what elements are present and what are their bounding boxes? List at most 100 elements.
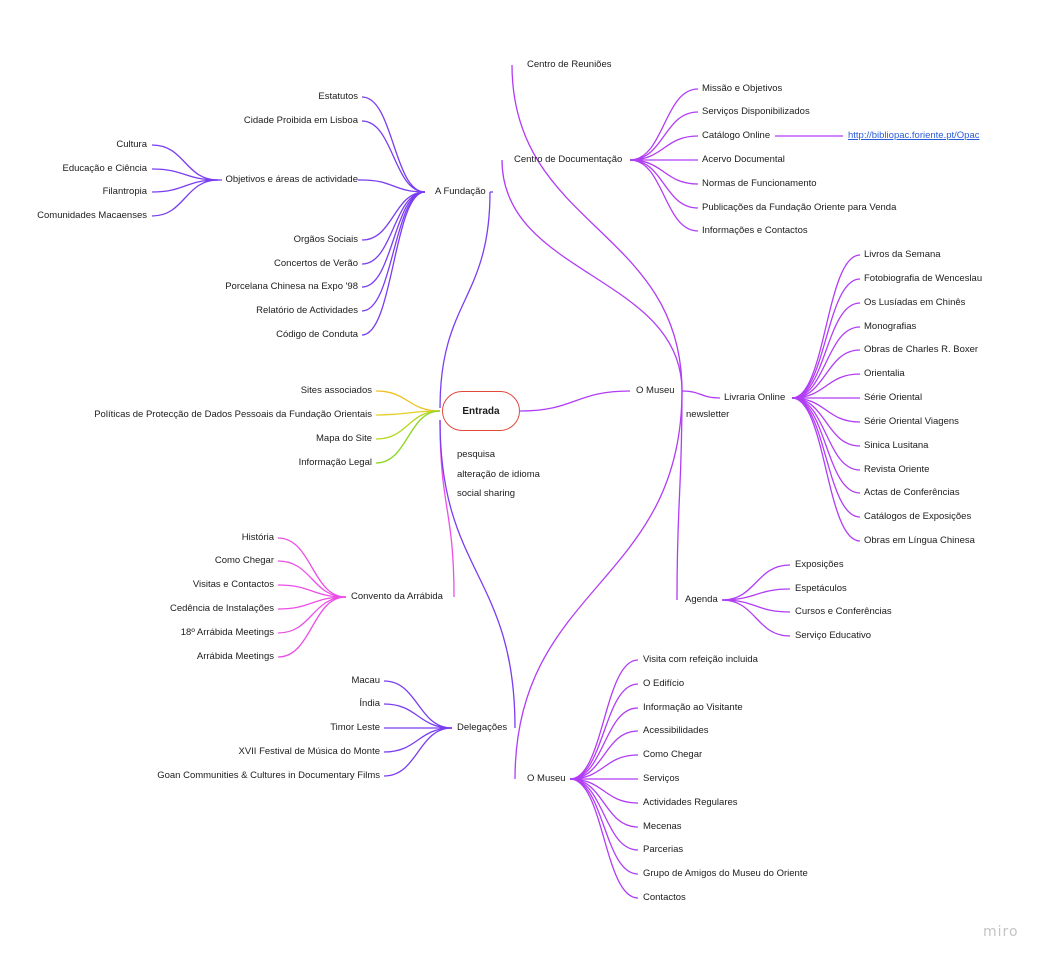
node-exposicoes[interactable]: Exposições [795, 559, 844, 570]
node-arrabida-como-chegar[interactable]: Como Chegar [214, 555, 274, 566]
node-codigo-conduta[interactable]: Código de Conduta [276, 329, 358, 340]
edge-arrabida-0 [277, 537, 347, 598]
node-arrabida-meetings[interactable]: Arrábida Meetings [196, 651, 274, 662]
node-centro-documentacao[interactable]: Centro de Documentação [514, 154, 623, 165]
node-missao-objetivos[interactable]: Missão e Objetivos [702, 83, 783, 94]
node-revista-oriente[interactable]: Revista Oriente [864, 464, 930, 475]
node-publicacoes-venda[interactable]: Publicações da Fundação Oriente para Ven… [702, 202, 897, 213]
node-obras-lingua-chinesa[interactable]: Obras em Língua Chinesa [864, 535, 975, 546]
node-grupo-amigos[interactable]: Grupo de Amigos do Museu do Oriente [643, 868, 808, 879]
node-serie-oriental[interactable]: Série Oriental [864, 392, 923, 403]
node-catalogos-exposicoes[interactable]: Catálogos de Exposições [864, 511, 972, 522]
edge-objetivos-3 [151, 179, 219, 217]
edge-delegacoes-0 [383, 680, 453, 729]
node-concertos-verao[interactable]: Concertos de Verão [274, 258, 358, 269]
node-fotobiografia[interactable]: Fotobiografia de Wenceslau [864, 273, 983, 284]
node-o-edificio[interactable]: O Edifício [643, 678, 685, 689]
edge-misc-0 [375, 390, 441, 412]
node-informacao-legal[interactable]: Informação Legal [298, 457, 372, 468]
node-servico-educativo[interactable]: Serviço Educativo [795, 630, 872, 641]
node-convento-arrabida[interactable]: Convento da Arrábida [351, 591, 443, 602]
node-cedencia-instalacoes[interactable]: Cedência de Instalações [169, 603, 274, 614]
node-macau[interactable]: Macau [351, 675, 380, 686]
link-bibliopac[interactable]: http://bibliopac.foriente.pt/Opac [848, 130, 980, 141]
edge-hub-reunioes [511, 64, 683, 392]
note-social-sharing[interactable]: social sharing [457, 488, 516, 499]
node-politicas-dados[interactable]: Políticas de Protecção de Dados Pessoais… [94, 409, 372, 420]
node-goan-communities[interactable]: Goan Communities & Cultures in Documenta… [157, 770, 380, 781]
note-alteracao-idioma[interactable]: alteração de idioma [457, 469, 540, 480]
edge-hub-museu [514, 390, 683, 780]
node-cidade-proibida[interactable]: Cidade Proibida em Lisboa [243, 115, 358, 126]
node-sinica-lusitana[interactable]: Sinica Lusitana [864, 440, 929, 451]
edge-fundacao-0 [361, 96, 426, 193]
node-mecenas[interactable]: Mecenas [643, 821, 682, 832]
node-agenda[interactable]: Agenda [685, 594, 718, 605]
node-timor-leste[interactable]: Timor Leste [330, 722, 380, 733]
edge-hub-livraria [681, 390, 721, 399]
node-espetaculos[interactable]: Espetáculos [795, 583, 847, 594]
edge-misc-2 [375, 410, 441, 440]
node-relatorio[interactable]: Relatório de Actividades [256, 305, 358, 316]
edge-center-delegacoes [439, 419, 516, 729]
node-o-museu[interactable]: O Museu [527, 773, 566, 784]
node-actividades-regulares[interactable]: Actividades Regulares [643, 797, 738, 808]
node-servicos-disponibilizados[interactable]: Serviços Disponibilizados [702, 106, 810, 117]
central-node[interactable]: Entrada [442, 391, 520, 431]
edge-fundacao-1 [361, 120, 426, 193]
node-servicos[interactable]: Serviços [643, 773, 680, 784]
edge-fundacao-7 [361, 191, 426, 336]
node-serie-oriental-viagens[interactable]: Série Oriental Viagens [864, 416, 959, 427]
note-newsletter[interactable]: newsletter [686, 409, 730, 420]
edge-center-fundacao [439, 191, 491, 409]
node-actas-conferencias[interactable]: Actas de Conferências [864, 487, 960, 498]
edge-fundacao-2 [361, 179, 426, 193]
note-pesquisa[interactable]: pesquisa [457, 449, 496, 460]
node-monografias[interactable]: Monografias [864, 321, 917, 332]
node-livraria-online[interactable]: Livraria Online [724, 392, 786, 403]
node-delegacoes[interactable]: Delegações [457, 722, 508, 733]
edge-arrabida-5 [277, 596, 347, 658]
node-a-fundacao[interactable]: A Fundação [435, 186, 486, 197]
node-porcelana[interactable]: Porcelana Chinesa na Expo '98 [225, 281, 358, 292]
node-livros-semana[interactable]: Livros da Semana [864, 249, 941, 260]
edge-hub-agenda [676, 390, 683, 601]
node-filantropia[interactable]: Filantropia [102, 186, 147, 197]
node-acessibilidades[interactable]: Acessibilidades [643, 725, 709, 736]
node-acervo-documental[interactable]: Acervo Documental [702, 154, 785, 165]
node-18-arrabida-meetings[interactable]: 18º Arrábida Meetings [180, 627, 274, 638]
node-festival-musica[interactable]: XVII Festival de Música do Monte [238, 746, 380, 757]
node-lusiadas-chines[interactable]: Os Lusíadas em Chinês [864, 297, 966, 308]
node-parcerias[interactable]: Parcerias [643, 844, 684, 855]
node-normas-funcionamento[interactable]: Normas de Funcionamento [702, 178, 817, 189]
edge-delegacoes-1 [383, 703, 453, 729]
node-informacoes-contactos[interactable]: Informações e Contactos [702, 225, 808, 236]
node-obras-boxer[interactable]: Obras de Charles R. Boxer [864, 344, 979, 355]
node-mapa-site[interactable]: Mapa do Site [316, 433, 372, 444]
node-historia[interactable]: História [241, 532, 274, 543]
node-india[interactable]: Índia [359, 698, 380, 709]
node-cursos-conferencias[interactable]: Cursos e Conferências [795, 606, 892, 617]
node-educacao-ciencia[interactable]: Educação e Ciência [62, 163, 148, 174]
node-o-museu-hub[interactable]: O Museu [636, 385, 675, 396]
node-estatutos[interactable]: Estatutos [318, 91, 358, 102]
node-informacao-visitante[interactable]: Informação ao Visitante [643, 702, 743, 713]
node-centro-reunioes[interactable]: Centro de Reuniões [527, 59, 612, 70]
node-catalogo-online[interactable]: Catálogo Online [702, 130, 771, 141]
node-sites-associados[interactable]: Sites associados [300, 385, 372, 396]
edge-museu-1 [569, 683, 639, 780]
edge-livraria-5 [791, 373, 861, 399]
node-contactos[interactable]: Contactos [643, 892, 686, 903]
node-cultura[interactable]: Cultura [116, 139, 147, 150]
node-museu-como-chegar[interactable]: Como Chegar [643, 749, 703, 760]
node-orientalia[interactable]: Orientalia [864, 368, 905, 379]
node-visitas-contactos[interactable]: Visitas e Contactos [192, 579, 274, 590]
node-orgaos-sociais[interactable]: Orgãos Sociais [293, 234, 358, 245]
node-objetivos[interactable]: Objetivos e áreas de actividade [225, 174, 358, 185]
edge-doc-0 [629, 88, 699, 161]
node-comunidades-macaenses[interactable]: Comunidades Macaenses [37, 210, 147, 221]
miro-watermark-logo: miro [983, 924, 1019, 940]
node-visita-refeicao[interactable]: Visita com refeição incluida [643, 654, 758, 665]
